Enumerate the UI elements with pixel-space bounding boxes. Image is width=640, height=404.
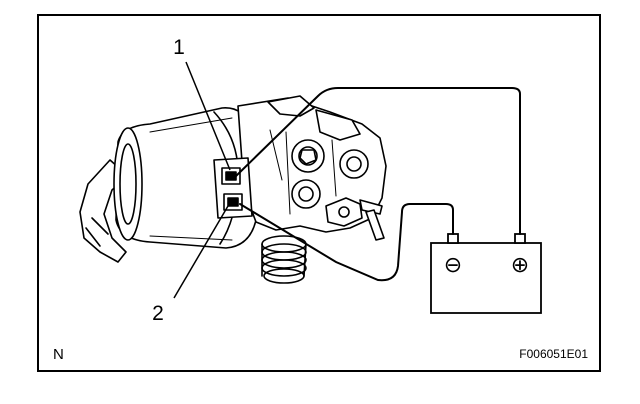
negative-post xyxy=(447,233,459,244)
callout-1-leader xyxy=(185,61,231,171)
positive-lead-wire xyxy=(235,87,521,235)
negative-symbol: ⊖ xyxy=(444,252,462,277)
callout-1-label: 1 xyxy=(173,36,185,59)
callout-2-leader xyxy=(173,205,229,299)
figure-code: F006051E01 xyxy=(519,347,588,361)
negative-lead-wire xyxy=(239,203,454,282)
positive-symbol: ⊕ xyxy=(511,252,529,277)
corner-letter: N xyxy=(53,346,64,363)
connector-icon xyxy=(213,157,253,219)
battery-body xyxy=(430,242,542,314)
battery-icon xyxy=(430,233,542,314)
coil-spring xyxy=(261,235,307,284)
callout-2-label: 2 xyxy=(152,302,164,325)
positive-post xyxy=(514,233,526,244)
